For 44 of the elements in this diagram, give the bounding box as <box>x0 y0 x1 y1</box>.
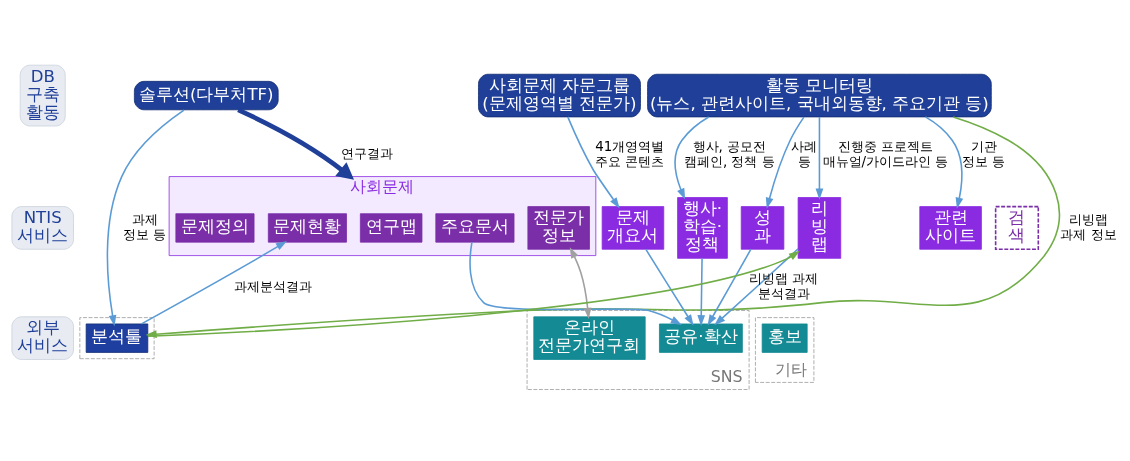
arrow <box>697 257 706 327</box>
node-box: 관련 사이트 <box>919 206 982 250</box>
node-box: 외부 서비스 <box>11 316 74 360</box>
arrow <box>567 116 620 209</box>
arrow <box>707 248 752 326</box>
node-box: 홍보 <box>761 323 808 353</box>
edge-label: 과제분석결과 <box>233 278 312 294</box>
arrow <box>815 116 824 200</box>
arrow <box>569 247 592 319</box>
arrow <box>924 116 964 209</box>
arrow <box>765 116 805 209</box>
edge-label: 사례 등 <box>791 138 818 169</box>
node-box: DB 구축 활동 <box>19 64 66 127</box>
arrow <box>106 109 185 327</box>
edge-label: 41개영역별 주요 콘텐츠 <box>595 138 665 169</box>
edge-label: 과제 정보 등 <box>123 211 167 242</box>
node-box: 솔루션(다부처TF) <box>133 80 279 111</box>
node-box: 공유·확산 <box>659 323 743 353</box>
edge-label: 행사, 공모전 캠페인, 정책 등 <box>683 138 775 169</box>
node-box: 분석툴 <box>85 323 149 353</box>
node-box: 검 색 <box>994 205 1040 251</box>
node-box: 활동 모니터링 (뉴스, 관련사이트, 국내외동향, 주요기관 등) <box>647 73 992 118</box>
edge-label: 리빙랩 과제 정보 <box>1060 211 1117 242</box>
node-box: NTIS 서비스 <box>11 206 74 250</box>
node-box: 행사· 학습· 정책 <box>677 197 728 259</box>
arrow <box>140 241 287 325</box>
arrow <box>237 107 355 180</box>
node-box: 온라인 전문가연구회 <box>533 316 646 360</box>
node-box: 연구맵 <box>359 213 423 243</box>
arrow <box>674 116 710 200</box>
node-box: 문제정의 <box>175 213 255 243</box>
node-box: 사회문제 자문그룹 (문제영역별 전문가) <box>478 73 641 118</box>
edge-label: 진행중 프로젝트 매뉴얼/가이드라인 등 <box>822 138 949 169</box>
node-box: 성 과 <box>740 206 785 250</box>
node-box: 리 빙 랩 <box>797 197 842 259</box>
arrow <box>714 248 799 326</box>
arrow <box>645 248 694 326</box>
node-box: 주요문서 <box>435 213 515 243</box>
node-box: 문제현황 <box>267 213 347 243</box>
arrow <box>469 241 682 325</box>
edge-label: 연구결과 <box>340 146 393 162</box>
node-box: 문제 개요서 <box>601 206 665 250</box>
node-box: 전문가 정보 <box>527 206 590 250</box>
edge-label: 기관 정보 등 <box>962 138 1006 169</box>
